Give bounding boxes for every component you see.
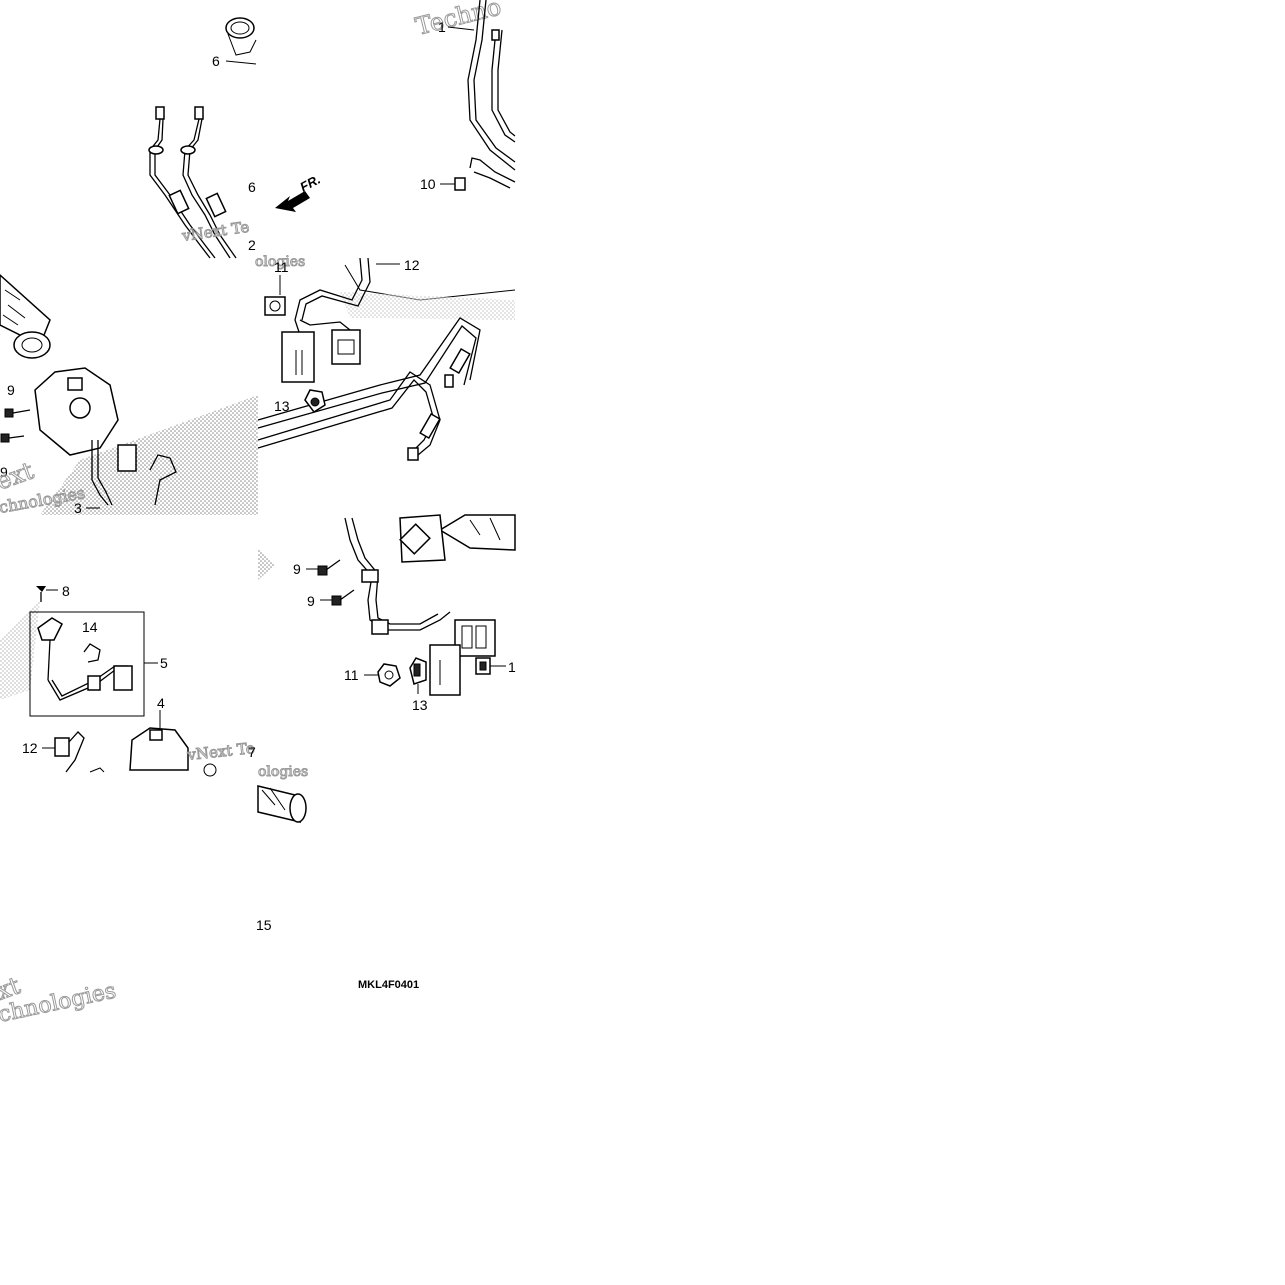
- callout-13a: 13: [274, 398, 290, 414]
- harness-connector-c: [454, 619, 496, 657]
- callout-4: 4: [157, 695, 165, 711]
- part-1-clip: [475, 657, 491, 675]
- callout-9c: 9: [293, 561, 301, 577]
- watermark-5: vNext Te: [186, 739, 256, 764]
- callout-9d: 9: [307, 593, 315, 609]
- callout-7: 7: [248, 744, 256, 760]
- throttle-cables-section: 6 6 2 vNext Te: [148, 17, 257, 259]
- callout-1: 1: [438, 19, 446, 35]
- harness-connector-a: [281, 331, 315, 383]
- callout-6b: 6: [248, 179, 256, 195]
- part-9-screw-b: [0, 433, 25, 443]
- front-direction-arrow: FR.: [275, 172, 323, 212]
- watermark-2: ologies: [255, 254, 305, 270]
- callout-15: 15: [256, 917, 272, 933]
- part-12-clamp: [54, 731, 85, 773]
- fr-label: FR.: [297, 172, 323, 195]
- watermark-0: Techno: [413, 0, 504, 41]
- callout-12b: 12: [22, 740, 38, 756]
- cable-routing-top-section: Techno 1 10 FR.: [275, 0, 516, 212]
- part-9-screw-d: [331, 589, 355, 606]
- part-11-clamp-b: [377, 663, 401, 687]
- callout-11b: 11: [344, 667, 359, 683]
- part-13-grommet-b: [409, 657, 427, 685]
- part-14-clip: [83, 643, 101, 663]
- part-3-switch-housing: [34, 367, 177, 506]
- drawing-code: MKL4F0401: [358, 979, 419, 991]
- callout-14: 14: [82, 619, 98, 635]
- part-6-cap: [225, 17, 257, 56]
- part-9-screw-c: [317, 559, 341, 576]
- callout-9b: 9: [0, 464, 8, 480]
- stop-switch-section: 8 14 5 12 4 vNext T: [0, 583, 256, 777]
- part-5-stop-switch: [37, 617, 133, 701]
- part-4-switch-housing: [89, 727, 217, 777]
- callout-11a: 11: [274, 259, 289, 275]
- right-grip: [438, 514, 516, 551]
- callout-2: 2: [248, 237, 256, 253]
- callout-9a: 9: [7, 382, 15, 398]
- callout-10: 10: [420, 176, 436, 192]
- callout-3: 3: [74, 500, 82, 516]
- watermark-6: ologies: [258, 764, 308, 780]
- part-9-screw-a: [4, 408, 31, 418]
- watermark-3: ext: [0, 456, 38, 495]
- callout-8: 8: [62, 583, 70, 599]
- harness-right-section: 9 9 11 13 1: [258, 514, 516, 713]
- callout-6: 6: [212, 53, 220, 69]
- watermark-1: vNext Te: [180, 218, 250, 245]
- callout-5: 5: [160, 655, 168, 671]
- left-switch-section: 9 9 3 ext chnologies: [0, 273, 258, 517]
- callout-12a: 12: [404, 257, 420, 273]
- grip-bottom-section: ologies 15 MKL4F0401 xt chnologies: [0, 764, 419, 1029]
- harness-connector-b: [331, 329, 361, 365]
- part-8-screw: [36, 586, 58, 602]
- part-11-clamp: [264, 296, 286, 316]
- right-switch-housing: [399, 514, 446, 563]
- callout-1b: 1: [508, 659, 516, 675]
- harness-connector-d: [429, 644, 461, 696]
- harness-top-section: ologies 11 12: [255, 254, 516, 461]
- handlebar-grip: [0, 273, 51, 359]
- throttle-cable-pair: [148, 106, 237, 259]
- callout-13b: 13: [412, 697, 428, 713]
- part-13-grommet: [304, 389, 326, 414]
